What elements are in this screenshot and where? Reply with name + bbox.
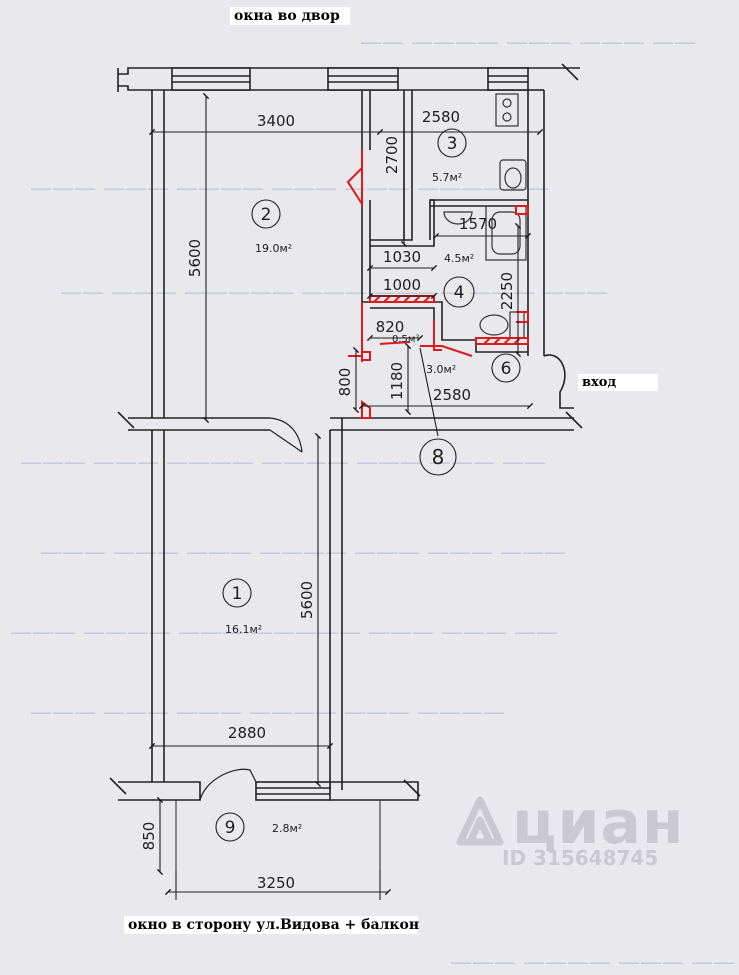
- room-1-number: 1: [232, 584, 243, 604]
- dim-hall-2580: 2580: [433, 386, 471, 404]
- dim-hall-1180: 1180: [388, 362, 406, 400]
- sink-icon: [499, 159, 527, 191]
- dim-hall-820: 820: [376, 318, 405, 336]
- dim-room2-width: 3400: [257, 112, 295, 130]
- caption-courtyard-windows: окна во двор: [230, 7, 350, 25]
- toilet-icon: [479, 311, 525, 339]
- background-handwriting: ——— ———— ——— ————— ——— ——— ——: [10, 620, 558, 645]
- room-3-area: 5.7м²: [432, 171, 462, 184]
- room-4-number: 4: [454, 283, 465, 303]
- caption-entrance: вход: [578, 374, 658, 391]
- background-handwriting: ——— ——— ——— ———— ——— ——— ———: [40, 540, 566, 565]
- dimension-lines: [148, 92, 544, 900]
- watermark-brand: циан: [512, 788, 685, 858]
- room-number-circles: [215, 128, 521, 842]
- dim-balcony-depth: 850: [140, 822, 158, 851]
- dim-balcony-width: 3250: [257, 874, 295, 892]
- dim-room3-length: 2700: [383, 136, 401, 174]
- room-9-number: 9: [225, 818, 236, 838]
- dim-room1-width: 2880: [228, 724, 266, 742]
- room-5-area: 0.5м²: [392, 334, 419, 345]
- cian-logo-icon: [456, 796, 504, 846]
- dim-room3-width: 2580: [422, 108, 460, 126]
- dim-room4-length: 2250: [498, 272, 516, 310]
- room-2-number: 2: [261, 205, 272, 225]
- room-8-number: 8: [432, 445, 445, 469]
- background-handwriting: ——— ——— ———— ———— ——— ——— ——: [20, 450, 546, 475]
- dim-hall-1000: 1000: [383, 276, 421, 294]
- dim-hall-1030: 1030: [383, 248, 421, 266]
- caption-street-windows-balcony: окно в сторону ул.Видова + балкон: [124, 916, 419, 934]
- walls: [109, 63, 583, 872]
- room-6-area: 3.0м²: [426, 363, 456, 376]
- room-3-number: 3: [447, 134, 458, 154]
- kitchen-stove-icon: [495, 93, 519, 127]
- room-2-area: 19.0м²: [255, 242, 292, 255]
- background-handwriting: —— ———— ——— ——— ——: [360, 30, 696, 55]
- dim-room4-width: 1570: [459, 215, 497, 233]
- background-handwriting: ——— ——— ——— ———— ——— ————: [30, 700, 505, 725]
- room-1-area: 16.1м²: [225, 623, 262, 636]
- watermark-listing-id: ID 315648745: [502, 846, 659, 870]
- washbasin-icon: [443, 211, 473, 225]
- dim-room1-length: 5600: [298, 581, 316, 619]
- room-6-number: 6: [501, 359, 512, 379]
- background-handwriting: ——— ——— ———— ——— ——— ——————: [30, 176, 549, 201]
- room-4-area: 4.5м²: [444, 252, 474, 265]
- dim-hall-800: 800: [336, 368, 354, 397]
- room-9-area: 2.8м²: [272, 822, 302, 835]
- dim-room2-length: 5600: [186, 239, 204, 277]
